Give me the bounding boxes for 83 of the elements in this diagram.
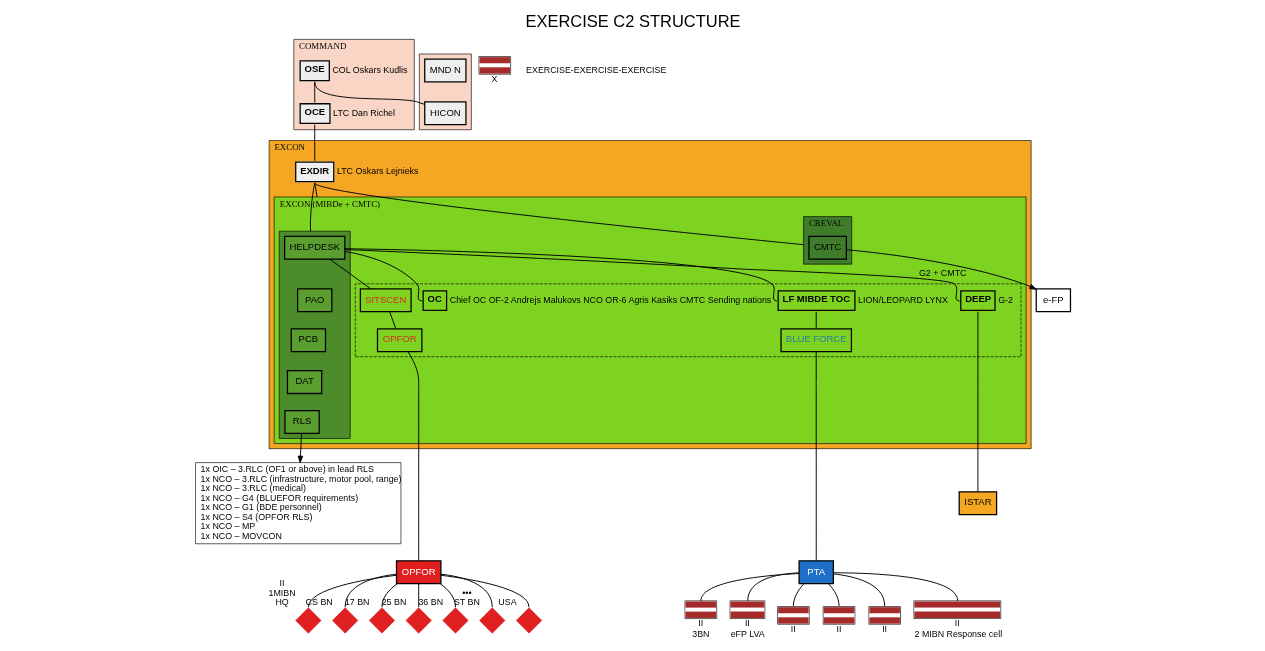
- node-label: ST BN: [453, 597, 480, 608]
- node-label: II: [790, 624, 796, 635]
- cluster: [418, 53, 472, 131]
- node-box: RLS: [283, 410, 320, 435]
- cluster: [278, 230, 351, 439]
- arrow: [845, 249, 1037, 290]
- connector: [344, 250, 422, 302]
- node-label: II: [954, 618, 960, 629]
- node-box: BLUE FORCE: [779, 328, 852, 353]
- node-label: •••: [461, 587, 472, 598]
- node-label: LTC Oskars Lejnieks: [336, 166, 418, 177]
- node-label: LION/LEOPARD LYNX: [857, 294, 948, 305]
- node-label: 36 BN: [417, 597, 443, 608]
- node-label: 3BN: [691, 629, 710, 640]
- connector: [313, 182, 317, 198]
- node-box: OPFOR: [395, 560, 442, 585]
- node-label: COL Oskars Kudlis: [331, 65, 407, 76]
- node-label: II: [881, 624, 887, 635]
- node-diamond: [331, 607, 358, 634]
- connector: [815, 311, 817, 330]
- node-diamond: [405, 607, 432, 634]
- connector: [343, 248, 777, 302]
- node-label: Chief OC OF-2 Andrejs Malukovs NCO OR-6 Agris Kasiks CMTC Sending nations: [449, 294, 771, 305]
- connector: [815, 351, 817, 562]
- node-label: II: [697, 618, 703, 629]
- node-label: X: [491, 74, 498, 85]
- connector: [440, 573, 493, 608]
- connector: [440, 574, 529, 608]
- node-box: PCB: [290, 328, 326, 353]
- node-label: G-2: [997, 294, 1013, 305]
- connector: [976, 311, 978, 493]
- node-label: CS BN: [305, 597, 333, 608]
- node-label: II: [744, 618, 750, 629]
- connector: [388, 311, 396, 330]
- node-box: 1x OIC – 3.RLC (OF1 or above) in lead RLS 1x NCO – 3.RLC (infrastructure, motor pool, range) 1x NCO – 3.RLC (medical) 1x NCO – G4 (BLUEFOR requirements) 1x NCO – G1 (BDE personnel) 1x NCO – S4 (OPFOR RLS) 1x NCO – MP 1x NCO – MOVCON: [194, 462, 401, 545]
- node-diamond: [368, 607, 395, 634]
- node-box: MND N: [423, 58, 467, 83]
- cluster: [354, 283, 1021, 358]
- connector: [699, 573, 799, 602]
- connector: [313, 124, 315, 162]
- connector: [380, 583, 398, 608]
- connector: [344, 249, 960, 302]
- node-label: II: [836, 624, 841, 635]
- connector: [307, 574, 397, 608]
- node-diamond: [442, 607, 468, 634]
- connector: [746, 572, 799, 602]
- connector: [417, 583, 419, 608]
- connector: [407, 351, 419, 562]
- node-box: HICON: [423, 101, 467, 126]
- node-diamond: [515, 607, 542, 634]
- node-box: PTA: [797, 560, 834, 585]
- node-label: HQ: [274, 597, 289, 608]
- node-label: eFP LVA: [730, 629, 765, 640]
- connector: [792, 583, 804, 607]
- label: EXERCISE-EXERCISE-EXERCISE: [525, 64, 666, 75]
- connector: [313, 182, 804, 246]
- node-box: e-FP: [1035, 288, 1071, 313]
- connector: [827, 583, 840, 607]
- node-box: DAT: [286, 370, 322, 395]
- node-label: 1MIBN: [268, 587, 296, 598]
- connector: [309, 182, 315, 232]
- edge-label: G2 + CMTC: [918, 268, 966, 279]
- diagram-title: EXERCISE C2 STRUCTURE: [524, 11, 741, 30]
- connector: [344, 573, 397, 608]
- node-diamond: [478, 607, 505, 634]
- connector: [832, 573, 885, 607]
- connector: [328, 258, 371, 290]
- node-label: II: [279, 578, 285, 589]
- arrow: [297, 433, 303, 463]
- node-label: USA: [497, 597, 517, 608]
- connector: [439, 583, 456, 608]
- node-box: CMTC: [807, 235, 847, 260]
- node-diamond: [294, 607, 321, 634]
- node-box: SITSCEN: [359, 288, 412, 313]
- connector: [832, 572, 958, 602]
- node-label: 2 MIBN Response cell: [914, 629, 1002, 640]
- node-label: 25 BN: [381, 597, 406, 608]
- node-box: PAO: [296, 288, 332, 313]
- node-box: OPFOR: [376, 328, 422, 353]
- node-box: HELPDESK: [283, 235, 345, 260]
- node-box: ISTAR: [958, 491, 997, 516]
- connector: [313, 81, 425, 105]
- node-label: LTC Dan Richel: [332, 107, 395, 118]
